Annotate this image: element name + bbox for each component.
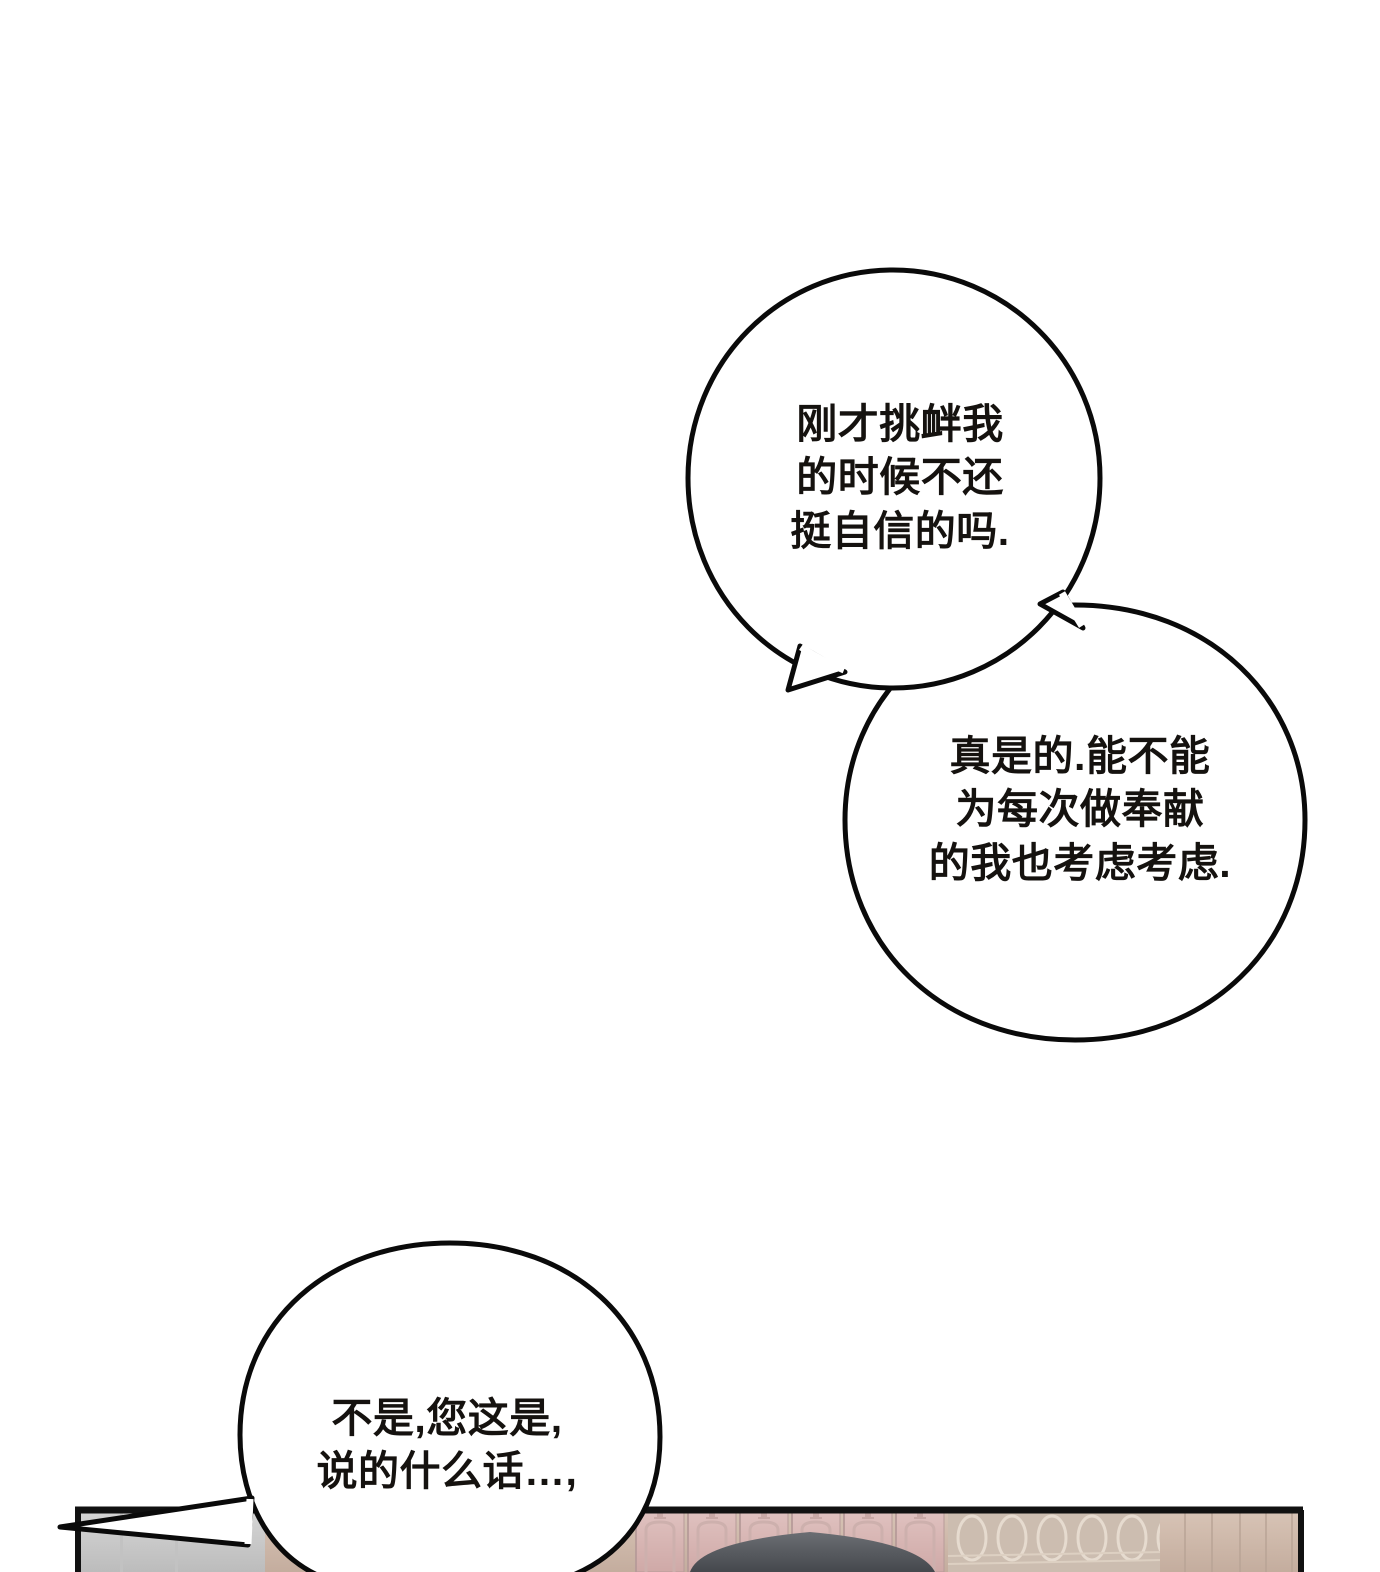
artwork-panel <box>0 1480 1380 1572</box>
bubble-3-text: 不是,您这是, 说的什么话…, <box>316 1395 578 1495</box>
panel-scene <box>75 1510 1303 1572</box>
bubble-2-text: 真是的.能不能 为每次做奉献 的我也考虑考虑. <box>928 733 1232 886</box>
bubble-1-text: 刚才挑衅我 的时候不还 挺自信的吗. <box>790 401 1010 554</box>
character-head <box>690 1532 935 1572</box>
